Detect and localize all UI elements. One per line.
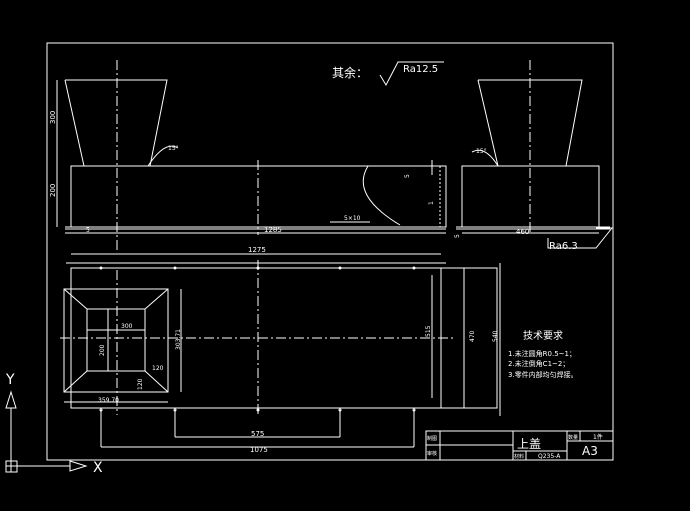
dim-r1: 120 <box>152 365 164 372</box>
tb-row2: 审核 <box>427 450 437 457</box>
front-view <box>64 60 447 250</box>
tb-material-label: 材料 <box>514 453 524 460</box>
tb-size: A3 <box>582 444 598 458</box>
roughness-label: 其余： <box>332 65 368 80</box>
side-view <box>456 60 610 232</box>
bolt-holes <box>99 266 416 412</box>
dim-slot: 5×10 <box>344 215 361 222</box>
tech-item-1: 1.未注圆角R0.5~1； <box>508 349 576 358</box>
tb-material: Q235-A <box>538 453 561 460</box>
outer-frame <box>46 42 614 461</box>
tech-title: 技术要求 <box>523 329 563 342</box>
ucs-x-label: X <box>93 460 103 476</box>
tech-item-3: 3.零件内部均匀焊接。 <box>508 370 578 379</box>
dim-angle-side: 15° <box>476 148 487 155</box>
title-block <box>425 430 614 461</box>
plan-view <box>60 260 455 447</box>
dim-overall: 1075 <box>250 446 268 454</box>
roughness-value: Ra12.5 <box>403 64 438 75</box>
dim-470: 470 <box>469 330 476 342</box>
ucs-y-label: Y <box>5 372 15 388</box>
dim-inner-w: 300 <box>121 323 133 330</box>
dim-angle-front: 15° <box>168 145 179 152</box>
dim-inner-h: 200 <box>99 344 106 356</box>
tb-qty-label: 数量 <box>568 434 578 441</box>
tb-part-name: 上盖 <box>517 437 541 451</box>
dim-plan-length: 1275 <box>248 246 266 254</box>
tb-qty: 1件 <box>593 433 603 441</box>
dim-right-gap: 1 <box>428 201 435 205</box>
dim-gap-side: 5 <box>454 234 461 238</box>
dim-h-low: 200 <box>49 184 57 197</box>
dim-outer-h: 303.71 <box>175 329 182 350</box>
dim-width-side: 460 <box>516 228 529 236</box>
dim-515: 515 <box>425 325 432 337</box>
dim-left-offset: 5 <box>86 227 90 234</box>
tb-row1: 制图 <box>427 435 437 442</box>
dim-r2: 120 <box>137 378 144 390</box>
ucs-icon <box>5 390 88 473</box>
dim-length-front: 1285 <box>264 226 282 234</box>
tech-item-2: 2.未注倒角C1~2； <box>508 359 569 368</box>
dim-hole-span: 575 <box>251 430 264 438</box>
dim-outer-w: 359.70 <box>98 397 119 404</box>
dim-gap: 5 <box>404 174 411 178</box>
roughness-symbol <box>379 61 444 87</box>
roughness-bottom: Ra6.3 <box>549 241 578 252</box>
dim-540: 540 <box>492 330 499 342</box>
dim-h-top: 300 <box>49 111 57 124</box>
